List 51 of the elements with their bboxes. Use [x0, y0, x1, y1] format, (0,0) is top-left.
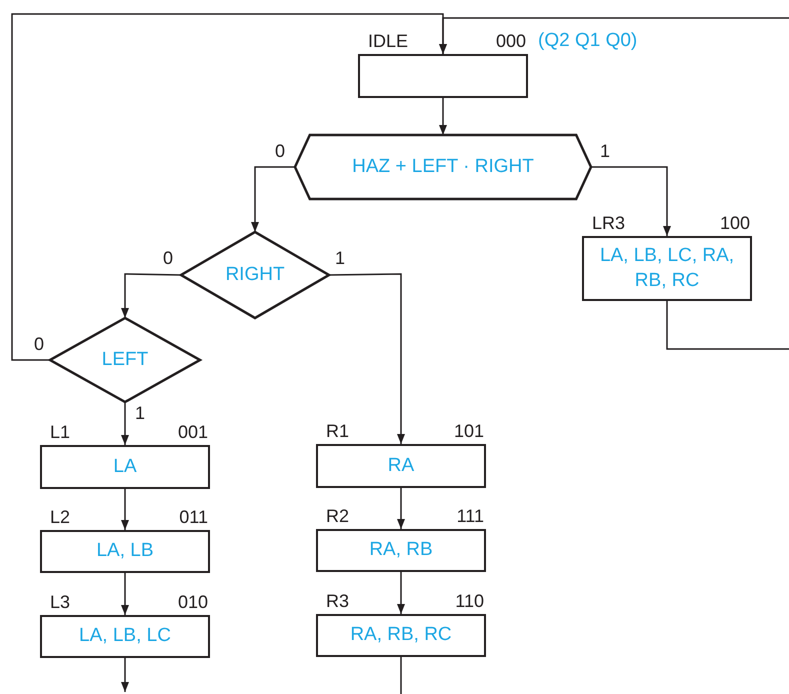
- state-name: R2: [326, 507, 350, 525]
- state-code: 101: [454, 422, 484, 440]
- arrow: [591, 166, 671, 236]
- decision-diamond: [50, 318, 200, 402]
- state-box: LA, LB: [40, 530, 210, 573]
- state-box: LA, LB, LC, RA, RB, RC: [582, 236, 752, 301]
- state-box: RA, RB: [316, 529, 486, 572]
- state-name: L1: [50, 423, 70, 441]
- arrow: [439, 17, 789, 54]
- edge-label: 1: [334, 249, 346, 267]
- state-code: 111: [456, 507, 484, 525]
- state-box: LA, LB, LC: [40, 615, 210, 658]
- condition-text: RIGHT: [225, 264, 285, 286]
- state-code: 100: [720, 214, 750, 232]
- decision-diamond: [181, 232, 329, 318]
- state-name: LR3: [592, 214, 626, 232]
- arrow: [121, 658, 129, 692]
- edge-label: 0: [162, 249, 174, 267]
- state-name: IDLE: [368, 32, 408, 50]
- state-code: 010: [178, 593, 208, 611]
- state-box: LA: [40, 445, 210, 489]
- state-box: RA, RB, RC: [316, 614, 486, 657]
- state-code: 110: [455, 592, 484, 610]
- state-box: RA: [316, 444, 486, 488]
- condition-text: HAZ + LEFT · RIGHT: [352, 156, 534, 178]
- state-name: L2: [50, 508, 70, 526]
- edge-label: 1: [599, 142, 612, 160]
- edge-label: 0: [33, 335, 46, 353]
- condition-text: LEFT: [102, 349, 148, 371]
- condition-hexagon: [295, 135, 591, 199]
- state-name: L3: [50, 593, 70, 611]
- state-code: 011: [179, 508, 208, 526]
- connector-line: [400, 657, 402, 694]
- arrow: [397, 488, 405, 529]
- state-code: 001: [178, 423, 208, 441]
- arrow: [251, 166, 295, 232]
- arrow: [328, 273, 405, 444]
- state-name: R3: [326, 592, 350, 610]
- connector-line: [666, 301, 789, 350]
- edge-label: 0: [274, 142, 286, 160]
- state-code: 000: [496, 32, 526, 50]
- arrow: [121, 273, 182, 318]
- arrow: [121, 489, 129, 530]
- arrow: [121, 402, 129, 445]
- arrow: [397, 572, 405, 614]
- state-name: R1: [326, 422, 350, 440]
- arrow: [439, 98, 447, 135]
- state-variables-note: (Q2 Q1 Q0): [538, 31, 638, 50]
- arrow: [121, 573, 129, 615]
- edge-label: 1: [134, 404, 146, 422]
- arrow: [11, 13, 447, 361]
